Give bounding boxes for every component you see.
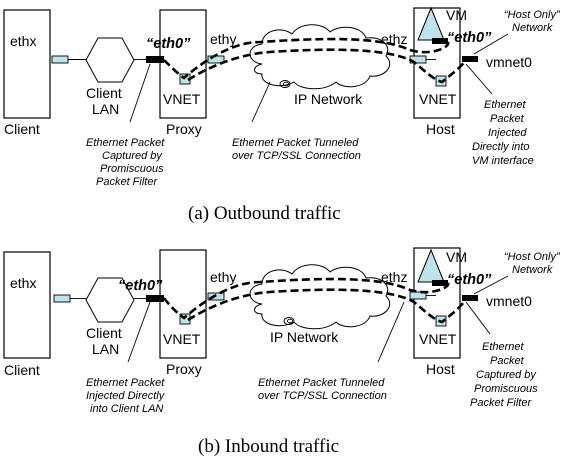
client-lan-label-1: Client xyxy=(86,325,122,341)
vmnet0-label: vmnet0 xyxy=(486,293,532,309)
note-right-line-1: Ethernet xyxy=(484,99,527,111)
vmnet0-interface xyxy=(462,295,478,301)
note-right-line-5: Packet Filter xyxy=(470,397,532,409)
note-left-line-1: Ethernet Packet xyxy=(86,377,165,389)
note-right-line-4: Directly into xyxy=(472,141,529,153)
host-only-pointer xyxy=(473,33,509,55)
host-only-label-1: “Host Only” xyxy=(504,251,561,263)
vm-eth0-interface xyxy=(432,280,448,286)
note-left-line-2: Captured by xyxy=(102,150,163,162)
note-right-line-2: Packet xyxy=(490,355,525,367)
client-lan-hexagon xyxy=(85,37,135,83)
host-label: Host xyxy=(426,361,455,377)
host-vnet-label: VNET xyxy=(419,331,457,347)
ethx-port xyxy=(51,55,69,64)
ethy-label: ethy xyxy=(210,269,236,285)
inbound-panel: ethx Client Client LAN “eth0” VNET Proxy… xyxy=(3,247,561,457)
note-right-line-3: Captured by xyxy=(476,369,537,381)
note-left-pointer xyxy=(127,301,151,363)
client-lan-hexagon xyxy=(85,277,135,323)
outbound-caption: (a) Outbound traffic xyxy=(188,203,341,224)
note-mid-pointer xyxy=(377,301,405,363)
note-right-pointer xyxy=(465,301,491,335)
note-right-line-1: Ethernet xyxy=(482,341,525,353)
note-left-line-2: Injected Directly xyxy=(86,390,166,402)
ethy-label: ethy xyxy=(210,31,236,47)
ip-network-cloud xyxy=(249,24,391,90)
outbound-panel: ethx Client Client LAN “eth0” VNET Proxy… xyxy=(3,6,561,224)
note-mid-line-2: over TCP/SSL Connection xyxy=(258,390,387,402)
network-swirl xyxy=(279,80,291,88)
proxy-eth0-interface xyxy=(146,56,164,63)
proxy-vnet-label: VNET xyxy=(163,91,201,107)
inbound-caption: (b) Inbound traffic xyxy=(198,436,339,457)
vm-eth0-label: “eth0” xyxy=(447,30,492,46)
note-mid-line-2: over TCP/SSL Connection xyxy=(232,150,361,162)
ethz-label: ethz xyxy=(381,269,407,285)
tunnel-path-upper xyxy=(162,277,450,320)
ethx-label: ethx xyxy=(10,33,36,49)
host-only-pointer xyxy=(473,275,509,295)
vmnet0-interface xyxy=(462,56,478,62)
note-left-line-3: into Client LAN xyxy=(90,403,163,415)
client-lan-label-1: Client xyxy=(86,85,122,101)
proxy-vnet-label: VNET xyxy=(163,331,201,347)
host-only-label-2: Network xyxy=(512,264,553,276)
network-swirl-inner xyxy=(283,81,289,87)
vm-eth0-interface xyxy=(432,38,448,44)
proxy-label: Proxy xyxy=(166,121,202,137)
client-lan-label-2: LAN xyxy=(92,341,119,357)
ip-network-label: IP Network xyxy=(294,91,363,107)
vm-label: VM xyxy=(446,249,467,265)
note-mid-pointer xyxy=(251,81,271,123)
host-vnet-label: VNET xyxy=(419,91,457,107)
proxy-eth0-interface xyxy=(146,295,164,302)
note-left-line-1: Ethernet Packet xyxy=(86,137,165,149)
client-label: Client xyxy=(4,121,40,137)
network-swirl-inner xyxy=(287,318,293,324)
vm-triangle xyxy=(417,6,445,41)
ip-network-cloud xyxy=(249,264,391,330)
vm-label: VM xyxy=(446,7,467,23)
note-right-line-4: Promiscuous xyxy=(474,383,538,395)
note-mid-line-1: Ethernet Packet Tunneled xyxy=(232,137,359,149)
client-lan-label-2: LAN xyxy=(92,101,119,117)
host-only-label-1: “Host Only” xyxy=(504,9,561,21)
note-right-line-3: Injected xyxy=(488,127,527,139)
ip-network-label: IP Network xyxy=(270,329,339,345)
vmnet0-label: vmnet0 xyxy=(486,54,532,70)
note-right-line-5: VM interface xyxy=(472,155,534,167)
ethx-label: ethx xyxy=(10,275,36,291)
client-box xyxy=(3,251,51,359)
note-right-pointer xyxy=(465,63,493,95)
proxy-eth0-label: “eth0” xyxy=(146,36,191,52)
note-left-pointer xyxy=(129,63,151,123)
note-left-line-3: Promiscuous xyxy=(100,163,164,175)
vm-eth0-label: “eth0” xyxy=(447,272,492,288)
vm-triangle xyxy=(417,248,445,283)
network-swirl xyxy=(283,317,295,325)
ethx-port xyxy=(53,294,71,303)
client-label: Client xyxy=(4,362,40,378)
client-box xyxy=(3,9,51,119)
note-right-line-2: Packet xyxy=(490,113,525,125)
proxy-label: Proxy xyxy=(166,361,202,377)
note-left-line-4: Packet Filter xyxy=(96,176,158,188)
host-only-label-2: Network xyxy=(512,22,553,34)
host-label: Host xyxy=(426,121,455,137)
note-mid-line-1: Ethernet Packet Tunneled xyxy=(258,377,385,389)
proxy-eth0-label: “eth0” xyxy=(118,278,163,294)
